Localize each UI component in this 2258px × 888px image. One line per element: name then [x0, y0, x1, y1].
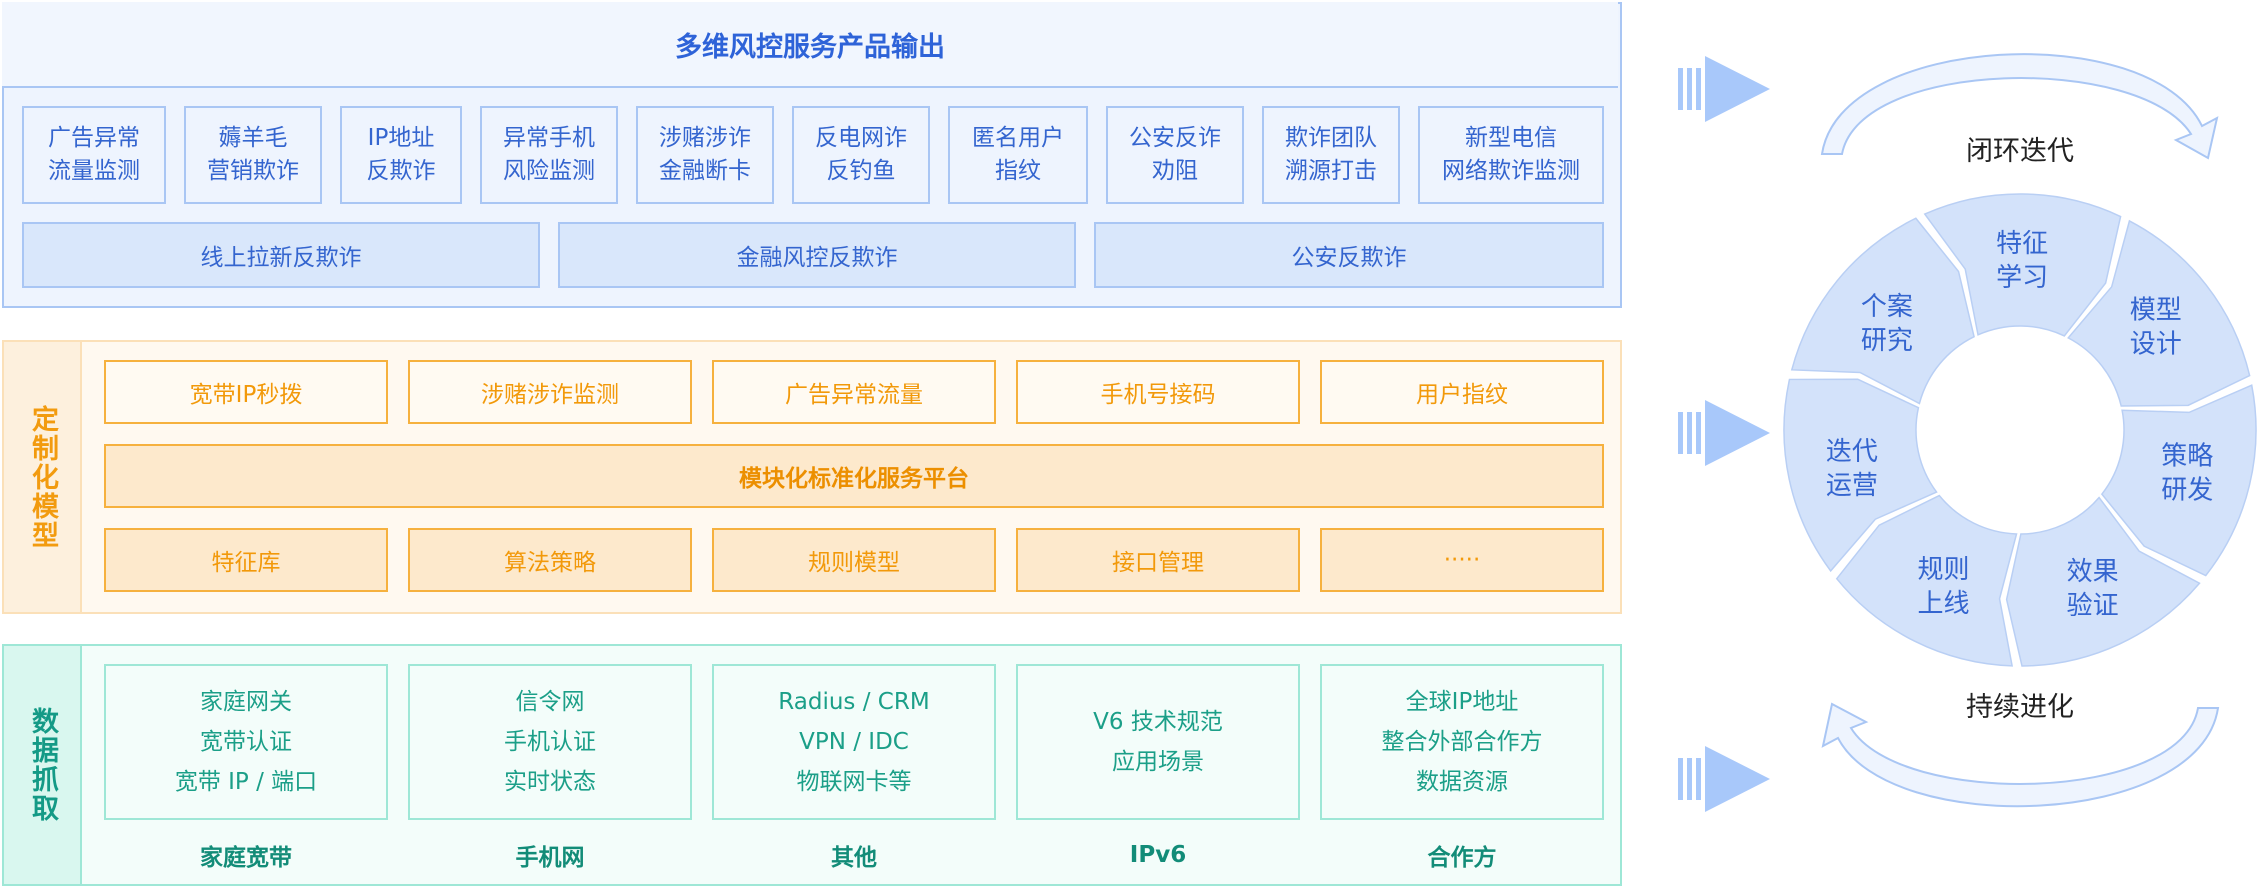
cycle-center: [1918, 328, 2122, 532]
cycle-step-label: 效果: [2067, 557, 2119, 587]
cycle-step-label: 个案: [1861, 292, 1913, 322]
cycle-step-label: 学习: [1996, 263, 2048, 293]
service-item-1[interactable]: 广告异常 流量监测: [22, 106, 166, 204]
service-item-5[interactable]: 涉赌涉诈 金融断卡: [636, 106, 774, 204]
cycle-segment[interactable]: [1923, 193, 2122, 337]
service-item-2[interactable]: 薅羊毛 营销欺诈: [184, 106, 322, 204]
cycle-bottom-label: 持续进化: [1966, 691, 2074, 723]
model-item-rule-model[interactable]: 规则模型: [712, 528, 996, 592]
service-item-3[interactable]: IP地址 反欺诈: [340, 106, 462, 204]
cycle-segment[interactable]: [1783, 378, 1938, 573]
cycle-step-label: 验证: [2067, 591, 2119, 621]
cycle-step-label: 特征: [1996, 229, 2048, 259]
curved-arrow-top-icon: [1820, 53, 2219, 160]
data-source-label: 合作方: [1427, 845, 1497, 871]
cycle-segment[interactable]: [1790, 217, 1975, 405]
curved-arrow-bottom-icon: [1821, 702, 2220, 808]
arrow-right-icon: [1678, 746, 1770, 812]
data-source-label: 其他: [831, 845, 877, 871]
arrow-right-icon: [1678, 56, 1770, 122]
cycle-step-label: 上线: [1917, 589, 1969, 619]
product-output-title: 多维风控服务产品输出: [2, 2, 1618, 88]
cycle-top-label: 闭环迭代: [1966, 135, 2074, 167]
cycle-step-label: 迭代: [1826, 437, 1878, 467]
service-group-police[interactable]: 公安反欺诈: [1094, 222, 1604, 288]
cycle-step-label: 研究: [1861, 326, 1913, 356]
cycle-step-label: 规则: [1917, 555, 1969, 585]
service-item-8[interactable]: 公安反诈 劝阻: [1106, 106, 1244, 204]
data-source-label: IPv6: [1129, 842, 1187, 868]
cycle-segment[interactable]: [1835, 494, 2018, 667]
model-item-feature-lib[interactable]: 特征库: [104, 528, 388, 592]
data-source-other[interactable]: Radius / CRM VPN / IDC 物联网卡等: [712, 664, 996, 820]
cycle-segment[interactable]: [2067, 219, 2251, 407]
model-item-more[interactable]: ·····: [1320, 528, 1604, 592]
service-group-online[interactable]: 线上拉新反欺诈: [22, 222, 540, 288]
model-item-algorithm[interactable]: 算法策略: [408, 528, 692, 592]
service-item-4[interactable]: 异常手机 风险监测: [480, 106, 618, 204]
service-platform-bar[interactable]: 模块化标准化服务平台: [104, 444, 1604, 508]
cycle-segment[interactable]: [2100, 384, 2257, 577]
service-group-finance[interactable]: 金融风控反欺诈: [558, 222, 1076, 288]
model-item-gambling-fraud[interactable]: 涉赌涉诈监测: [408, 360, 692, 424]
model-item-api[interactable]: 接口管理: [1016, 528, 1300, 592]
cycle-step-label: 策略: [2161, 441, 2213, 471]
data-source-home-broadband[interactable]: 家庭网关 宽带认证 宽带 IP / 端口: [104, 664, 388, 820]
service-item-10[interactable]: 新型电信 网络欺诈监测: [1418, 106, 1604, 204]
custom-model-side-label: 定制化模型: [2, 340, 82, 614]
data-source-label: 家庭宽带: [200, 845, 292, 871]
cycle-step-label: 运营: [1826, 471, 1878, 501]
model-item-broadband-ip[interactable]: 宽带IP秒拨: [104, 360, 388, 424]
service-item-9[interactable]: 欺诈团队 溯源打击: [1262, 106, 1400, 204]
model-item-ad-traffic[interactable]: 广告异常流量: [712, 360, 996, 424]
data-capture-side-label: 数据抓取: [2, 644, 82, 886]
cycle-step-label: 模型: [2130, 295, 2182, 325]
data-source-ipv6[interactable]: V6 技术规范 应用场景: [1016, 664, 1300, 820]
arrow-right-icon: [1678, 400, 1770, 466]
cycle-step-label: 设计: [2130, 329, 2182, 359]
data-source-mobile[interactable]: 信令网 手机认证 实时状态: [408, 664, 692, 820]
service-item-7[interactable]: 匿名用户 指纹: [948, 106, 1088, 204]
model-item-user-fingerprint[interactable]: 用户指纹: [1320, 360, 1604, 424]
cycle-step-label: 研发: [2161, 475, 2213, 505]
data-source-partner[interactable]: 全球IP地址 整合外部合作方 数据资源: [1320, 664, 1604, 820]
service-item-6[interactable]: 反电网诈 反钓鱼: [792, 106, 930, 204]
cycle-segment[interactable]: [2005, 496, 2201, 667]
data-source-label: 手机网: [515, 845, 585, 871]
model-item-phone-code[interactable]: 手机号接码: [1016, 360, 1300, 424]
